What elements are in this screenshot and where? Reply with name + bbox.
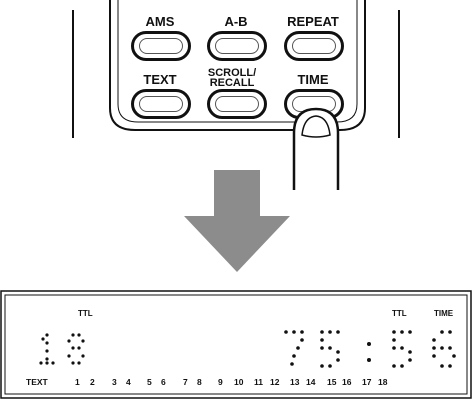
left-divider-line bbox=[72, 10, 74, 138]
finger-icon bbox=[292, 107, 340, 190]
track-number: 12 bbox=[270, 377, 280, 387]
time-indicator: TIME bbox=[434, 309, 454, 318]
time-display bbox=[284, 330, 456, 368]
track-number: 17 bbox=[362, 377, 372, 387]
track-number: 2 bbox=[90, 377, 95, 387]
a-b-button[interactable] bbox=[207, 31, 267, 61]
text-indicator: TEXT bbox=[26, 377, 48, 387]
down-arrow-icon bbox=[184, 170, 290, 272]
repeat-button[interactable] bbox=[284, 31, 344, 61]
track-number: 10 bbox=[234, 377, 244, 387]
ams-label: AMS bbox=[145, 14, 175, 29]
track-number: 9 bbox=[218, 377, 223, 387]
scroll-recall-button[interactable] bbox=[207, 89, 267, 119]
track-number: 13 bbox=[290, 377, 300, 387]
repeat-label: REPEAT bbox=[287, 14, 339, 29]
track-number: 3 bbox=[112, 377, 117, 387]
track-number: 8 bbox=[197, 377, 202, 387]
display-panel-frame bbox=[0, 290, 472, 399]
track-number: 16 bbox=[342, 377, 352, 387]
track-number: 18 bbox=[378, 377, 388, 387]
remote-outline bbox=[109, 0, 366, 131]
time-label: TIME bbox=[297, 72, 329, 87]
ams-button[interactable] bbox=[131, 31, 191, 61]
track-number: 15 bbox=[327, 377, 337, 387]
text-button[interactable] bbox=[131, 89, 191, 119]
text-label: TEXT bbox=[143, 72, 177, 87]
ttl-indicator-left: TTL bbox=[78, 309, 93, 318]
track-number: 5 bbox=[147, 377, 152, 387]
track-number: 11 bbox=[254, 377, 263, 387]
scroll-recall-label: SCROLL/ RECALL bbox=[207, 67, 257, 89]
a-b-label: A-B bbox=[224, 14, 248, 29]
track-count-display bbox=[39, 333, 85, 365]
track-number: 7 bbox=[183, 377, 188, 387]
ttl-indicator-right: TTL bbox=[392, 309, 407, 318]
right-divider-line bbox=[398, 10, 400, 138]
track-number: 1 bbox=[75, 377, 80, 387]
track-number: 4 bbox=[126, 377, 131, 387]
track-number: 14 bbox=[306, 377, 316, 387]
track-number: 6 bbox=[161, 377, 166, 387]
